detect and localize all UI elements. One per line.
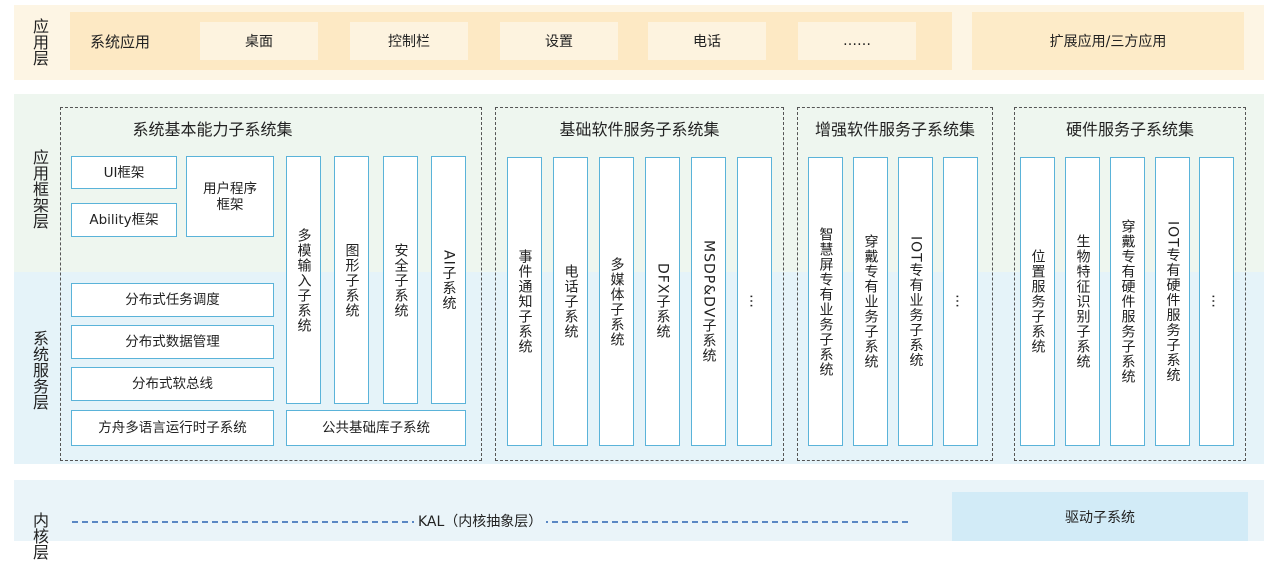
- telephony-label: 电话子系统: [562, 264, 579, 339]
- graphics-label: 图形子系统: [343, 242, 360, 318]
- app-settings: 设置: [500, 22, 618, 60]
- basic-capability-set: [60, 107, 482, 461]
- ai-box: AI子系统: [431, 156, 466, 404]
- app-more: ……: [798, 22, 916, 60]
- distributed-softbus-box: 分布式软总线: [71, 367, 274, 401]
- multimodal-input-box: 多模输入子系统: [286, 156, 321, 404]
- dfx-label: DFX子系统: [654, 263, 671, 340]
- enhanced-more-box: …: [943, 157, 978, 446]
- enhanced-software-set: [797, 107, 993, 461]
- hardware-set: [1014, 107, 1246, 461]
- kal-label: KAL（内核抽象层）: [414, 511, 547, 531]
- dfx-box: DFX子系统: [645, 157, 680, 446]
- basic-software-set: [495, 107, 784, 461]
- app-desktop: 桌面: [200, 22, 318, 60]
- graphics-box: 图形子系统: [334, 156, 369, 404]
- iot-business-box: IOT专有业务子系统: [898, 157, 933, 446]
- service-layer-label: 系统服务层: [30, 330, 49, 410]
- app-layer-label: 应用层: [30, 18, 49, 66]
- event-notification-label: 事件通知子系统: [516, 249, 533, 354]
- common-lib-box: 公共基础库子系统: [286, 410, 466, 446]
- wearable-hardware-label: 穿戴专有硬件服务子系统: [1119, 219, 1136, 384]
- multimedia-box: 多媒体子系统: [599, 157, 634, 446]
- biometrics-label: 生物特征识别子系统: [1074, 234, 1091, 369]
- basic-software-title: 基础软件服务子系统集: [559, 120, 720, 139]
- system-apps-label: 系统应用: [90, 33, 151, 51]
- app-control-bar: 控制栏: [350, 22, 468, 60]
- framework-layer-label: 应用框架层: [30, 149, 49, 229]
- ark-runtime-box: 方舟多语言运行时子系统: [71, 410, 274, 446]
- event-notification-box: 事件通知子系统: [507, 157, 542, 446]
- msdp-dv-label: MSDP&DV子系统: [700, 239, 717, 364]
- msdp-dv-box: MSDP&DV子系统: [691, 157, 726, 446]
- wearable-business-box: 穿戴专有业务子系统: [853, 157, 888, 446]
- wearable-business-label: 穿戴专有业务子系统: [862, 234, 879, 369]
- ui-framework-box: UI框架: [71, 156, 177, 189]
- basic-capability-title: 系统基本能力子系统集: [132, 120, 293, 139]
- location-box: 位置服务子系统: [1020, 157, 1055, 446]
- distributed-data-box: 分布式数据管理: [71, 325, 274, 359]
- hardware-more-box: …: [1199, 157, 1234, 446]
- basic-software-more-label: …: [746, 294, 763, 309]
- kernel-layer-label: 内核层: [30, 512, 49, 560]
- iot-hardware-box: IOT专有硬件服务子系统: [1155, 157, 1190, 446]
- user-program-framework-box: 用户程序框架: [186, 156, 274, 237]
- app-phone: 电话: [648, 22, 766, 60]
- telephony-box: 电话子系统: [553, 157, 588, 446]
- ai-label: AI子系统: [440, 249, 457, 311]
- extended-apps: 扩展应用/三方应用: [972, 12, 1244, 70]
- ability-framework-box: Ability框架: [71, 203, 177, 237]
- security-label: 安全子系统: [392, 242, 409, 318]
- smart-screen-label: 智慧屏专有业务子系统: [817, 226, 834, 377]
- multimodal-input-label: 多模输入子系统: [295, 227, 312, 333]
- smart-screen-box: 智慧屏专有业务子系统: [808, 157, 843, 446]
- hardware-title: 硬件服务子系统集: [1065, 120, 1194, 139]
- iot-hardware-label: IOT专有硬件服务子系统: [1164, 220, 1181, 383]
- enhanced-more-label: …: [952, 294, 969, 309]
- multimedia-label: 多媒体子系统: [608, 256, 625, 347]
- user-program-framework-label: 用户程序框架: [203, 180, 257, 213]
- wearable-hardware-box: 穿戴专有硬件服务子系统: [1110, 157, 1145, 446]
- biometrics-box: 生物特征识别子系统: [1065, 157, 1100, 446]
- basic-software-more-box: …: [737, 157, 772, 446]
- driver-subsystem-box: 驱动子系统: [952, 492, 1248, 541]
- enhanced-software-title: 增强软件服务子系统集: [814, 120, 975, 139]
- location-label: 位置服务子系统: [1029, 249, 1046, 354]
- security-box: 安全子系统: [383, 156, 418, 404]
- iot-business-label: IOT专有业务子系统: [907, 235, 924, 368]
- distributed-scheduling-box: 分布式任务调度: [71, 283, 274, 317]
- hardware-more-label: …: [1208, 294, 1225, 309]
